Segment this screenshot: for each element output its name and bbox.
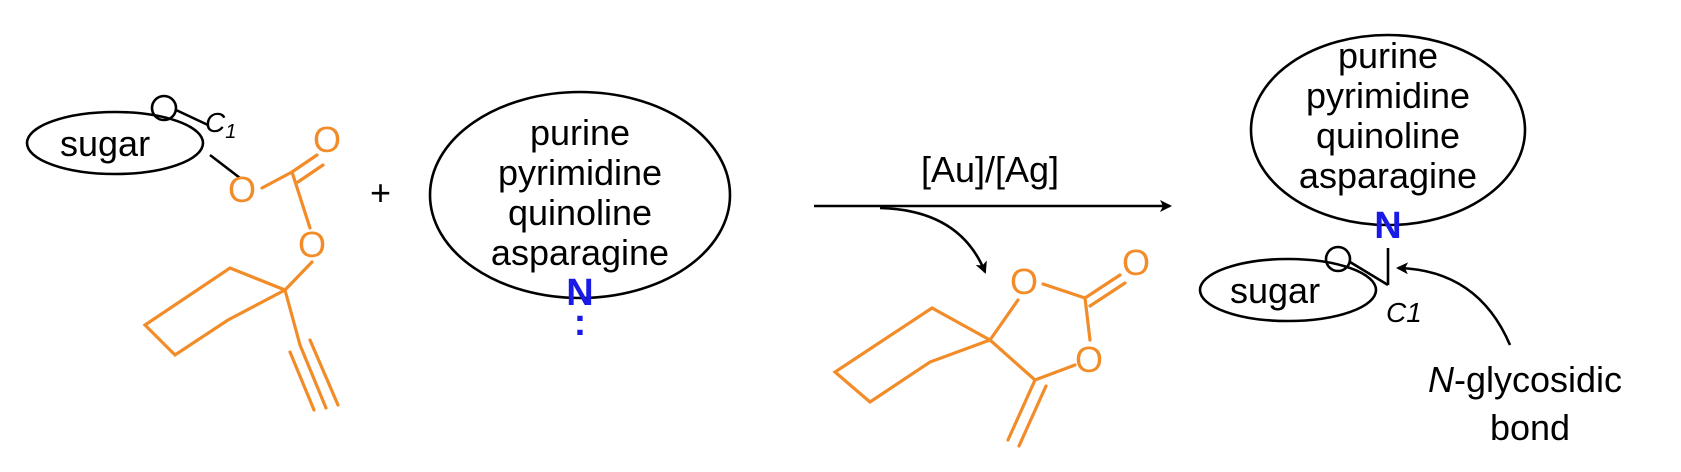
ring-oxygen-circle — [150, 94, 178, 122]
product-ellipse — [1249, 33, 1527, 227]
alkyne-triple-2 — [288, 350, 316, 412]
byproduct-oxygen-bottom: O — [1075, 339, 1103, 380]
cyclohexane-ring — [142, 266, 287, 358]
byproduct-bond-1 — [1041, 282, 1087, 300]
byproduct-co-a — [1083, 273, 1122, 300]
reagent-label: [Au]/[Ag] — [921, 149, 1059, 190]
product-sugar-label: sugar — [1230, 270, 1320, 311]
o-quaternary — [283, 260, 314, 292]
product-line-3: quinoline — [1316, 115, 1460, 156]
curved-arrow — [879, 206, 987, 274]
product-line-4: asparagine — [1299, 155, 1477, 196]
byproduct-bond-4 — [988, 338, 1037, 382]
nucleobase-line-2: pyrimidine — [498, 152, 662, 193]
oxygen-label: O — [228, 169, 256, 210]
product-ring-oxygen-circle — [1324, 245, 1352, 273]
byproduct-bond-2 — [1083, 296, 1092, 342]
product-nitrogen: N — [1374, 205, 1401, 247]
byproduct-oxygen-top: O — [1010, 261, 1038, 302]
nucleobase-ellipse — [428, 90, 732, 300]
annotation-line-1: N-glycosidic — [1428, 359, 1622, 400]
alkyne-triple-3 — [308, 338, 340, 407]
nucleobase-line-4: asparagine — [491, 232, 669, 273]
byproduct-carbonyl-oxygen: O — [1122, 242, 1150, 283]
glycosidic-annotation: N-glycosidic bond — [1396, 262, 1622, 448]
c-o-double-b — [296, 163, 325, 184]
product-line-2: pyrimidine — [1306, 75, 1470, 116]
byproduct: O O O — [832, 242, 1150, 448]
byproduct-cyclohexane — [832, 306, 992, 405]
annotation-arrow — [1396, 262, 1512, 346]
byproduct-co-b — [1088, 281, 1127, 308]
left-reactant: sugar C1 O O O — [25, 94, 341, 412]
byproduct-bond-5 — [988, 298, 1020, 342]
product: purine pyrimidine quinoline asparagine N… — [1198, 33, 1527, 328]
ester-oxygen: O — [298, 224, 326, 265]
nucleobase-nitrogen: N — [566, 272, 593, 314]
methylene-a — [1006, 378, 1037, 442]
nucleobase-line-1: purine — [530, 112, 630, 153]
methylene-b — [1017, 384, 1048, 448]
alkyne-triple-1 — [298, 343, 328, 410]
reaction-arrow: [Au]/[Ag] — [814, 149, 1172, 274]
sugar-label: sugar — [60, 123, 150, 164]
sugar-ellipse — [25, 110, 205, 176]
c1-bond — [175, 108, 209, 127]
lone-pair: : — [574, 302, 587, 344]
product-ring-bond — [1349, 260, 1389, 287]
c-o-single — [290, 170, 312, 230]
o-c-bond — [260, 170, 294, 190]
product-line-1: purine — [1338, 35, 1438, 76]
nucleobase: purine pyrimidine quinoline asparagine N… — [428, 90, 732, 344]
alkyne-single — [283, 288, 302, 347]
c1-bond-down — [209, 153, 241, 180]
c-o-double-a — [290, 153, 319, 174]
carbonyl-oxygen: O — [313, 119, 341, 160]
product-sugar-ellipse — [1198, 257, 1378, 323]
product-c1-label: C1 — [1386, 297, 1422, 328]
c1-label: C1 — [205, 107, 236, 143]
plus-sign: + — [370, 172, 391, 213]
byproduct-bond-3 — [1033, 363, 1077, 382]
annotation-line-2: bond — [1490, 407, 1570, 448]
nucleobase-line-3: quinoline — [508, 192, 652, 233]
